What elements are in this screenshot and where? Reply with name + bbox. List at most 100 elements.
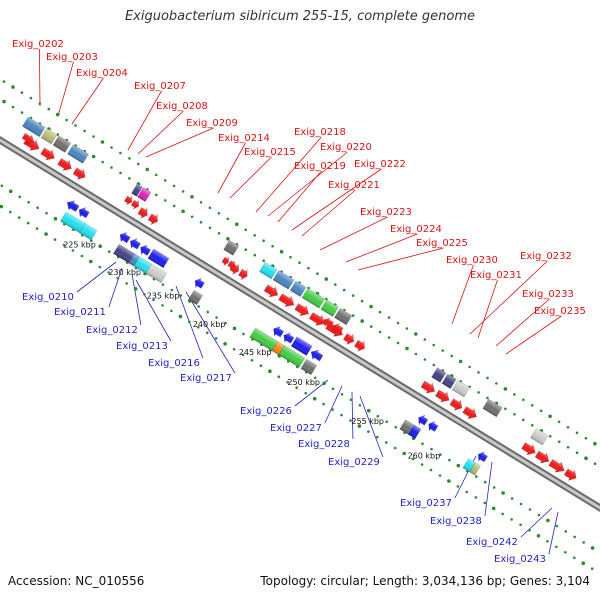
tick-mark [367,430,370,433]
callout-line [477,279,498,339]
feature-shading [302,288,325,309]
gene-label-exig_0242: Exig_0242 [466,537,518,548]
tick-mark [295,386,299,390]
tick-mark [573,556,576,560]
feature-shading [354,340,365,352]
tick-mark [161,304,164,307]
tick-mark [8,189,13,194]
feature-shading [145,264,167,283]
tick-mark [172,204,176,208]
tick-mark [369,325,373,328]
tick-mark [154,173,158,177]
callout-line [520,507,553,538]
callout-line [484,461,493,517]
tick-mark [53,216,58,221]
tick-mark [244,228,247,232]
tick-mark [414,352,418,356]
tick-mark [253,253,257,257]
feature-box [301,287,326,309]
scale-label: 255 kbp [351,417,384,426]
callout-line [291,168,382,231]
forward-cds [342,332,354,345]
tick-mark [483,480,487,484]
tick-mark [100,140,105,144]
tick-mark [128,177,131,180]
tick-mark [119,151,122,155]
reverse-cds [147,248,170,269]
tick-mark [214,337,218,340]
callout-line [108,267,123,308]
tick-mark [539,409,543,413]
forward-cds [221,256,230,266]
tick-mark [477,391,480,394]
tick-mark [181,190,185,193]
feature-box [462,458,476,473]
tick-mark [188,320,191,324]
tick-mark [557,440,561,444]
tick-mark [584,436,588,440]
tick-mark [456,485,460,488]
feature-box [272,270,295,290]
tick-mark [351,314,355,317]
tick-mark [555,524,559,528]
tick-mark [513,393,516,396]
gene-label-exig_0221: Exig_0221 [328,180,380,191]
feature-shading [441,374,457,389]
tick-mark [396,341,400,345]
feature-shading [564,468,577,481]
tick-mark [178,314,183,319]
tick-mark [590,546,595,550]
reverse-cds [310,349,324,362]
gene-label-exig_0232: Exig_0232 [520,251,572,262]
tick-mark [593,462,597,466]
feature-shading [478,451,488,462]
tick-mark [312,396,317,401]
tick-mark [250,359,254,362]
gene-label-exig_0233: Exig_0233 [522,289,574,300]
tick-mark [170,288,174,292]
callout-line [495,298,550,347]
tick-mark [101,160,104,164]
tick-mark [575,431,579,435]
feature-shading [291,336,313,356]
tick-mark [441,349,445,352]
tick-mark [590,567,594,570]
tick-mark [71,249,75,252]
feature-shading [131,200,139,209]
feature-shading [128,253,140,267]
tick-mark [376,435,379,439]
tick-mark [448,458,451,462]
tick-mark [492,486,496,489]
callout-line [359,395,384,458]
forward-cds [123,195,133,206]
tick-mark [268,369,272,374]
tick-mark [91,154,96,159]
gene-labels: Exig_0202Exig_0203Exig_0204Exig_0207Exig… [12,39,586,565]
tick-mark [378,310,382,314]
feature-shading [323,317,334,328]
tick-mark [279,249,284,254]
forward-cds [521,442,536,456]
tick-mark [376,414,380,418]
tick-mark [298,261,301,265]
tick-mark [36,206,39,209]
gene-label-exig_0225: Exig_0225 [416,238,468,249]
feature-shading [22,116,46,137]
callout-line [351,391,354,440]
tick-mark [98,265,102,269]
reverse-cds [119,231,131,244]
gene-label-exig_0213: Exig_0213 [116,341,168,352]
feature-box [223,239,240,256]
tick-mark [394,425,398,429]
tick-mark [342,288,346,292]
tick-mark [107,250,111,253]
tick-mark [307,266,310,270]
tick-mark [20,111,24,114]
tick-mark [313,376,317,380]
tick-mark [0,204,4,209]
feature-shading [278,345,305,368]
callout-line [145,127,214,158]
tick-mark [385,420,389,424]
gene-label-exig_0220: Exig_0220 [320,142,372,153]
feature-shading [333,323,344,334]
